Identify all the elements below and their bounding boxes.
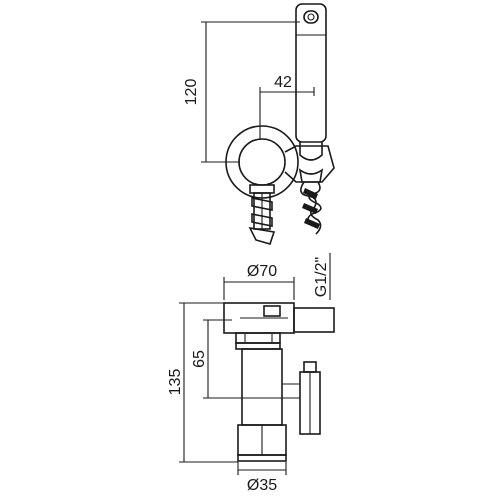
bottom-view: Ø70 G1/2" 135 65 <box>167 253 335 494</box>
label-body-diameter: Ø70 <box>247 263 277 280</box>
dim-inner-height: 65 <box>191 319 300 399</box>
valve-body <box>223 302 335 350</box>
label-thread: G1/2" <box>313 257 330 297</box>
hand-shower <box>295 3 327 161</box>
label-side-width: 42 <box>274 74 292 91</box>
hose-right <box>300 181 322 235</box>
label-bottom-diameter: Ø35 <box>247 477 277 494</box>
dim-side-height: 120 <box>183 21 300 163</box>
dim-thread: G1/2" <box>313 253 331 300</box>
label-side-height: 120 <box>183 79 200 106</box>
dim-total-height: 135 <box>167 302 238 463</box>
hose-left <box>248 184 276 245</box>
wall-holder <box>225 125 335 199</box>
top-view: 120 42 <box>183 3 335 245</box>
dim-body-diameter: Ø70 <box>223 263 295 300</box>
label-total-height: 135 <box>167 369 184 396</box>
valve-stem <box>237 348 321 462</box>
label-inner-height: 65 <box>191 350 208 368</box>
dim-side-width: 42 <box>259 74 315 140</box>
dim-bottom-diameter: Ø35 <box>237 462 287 494</box>
